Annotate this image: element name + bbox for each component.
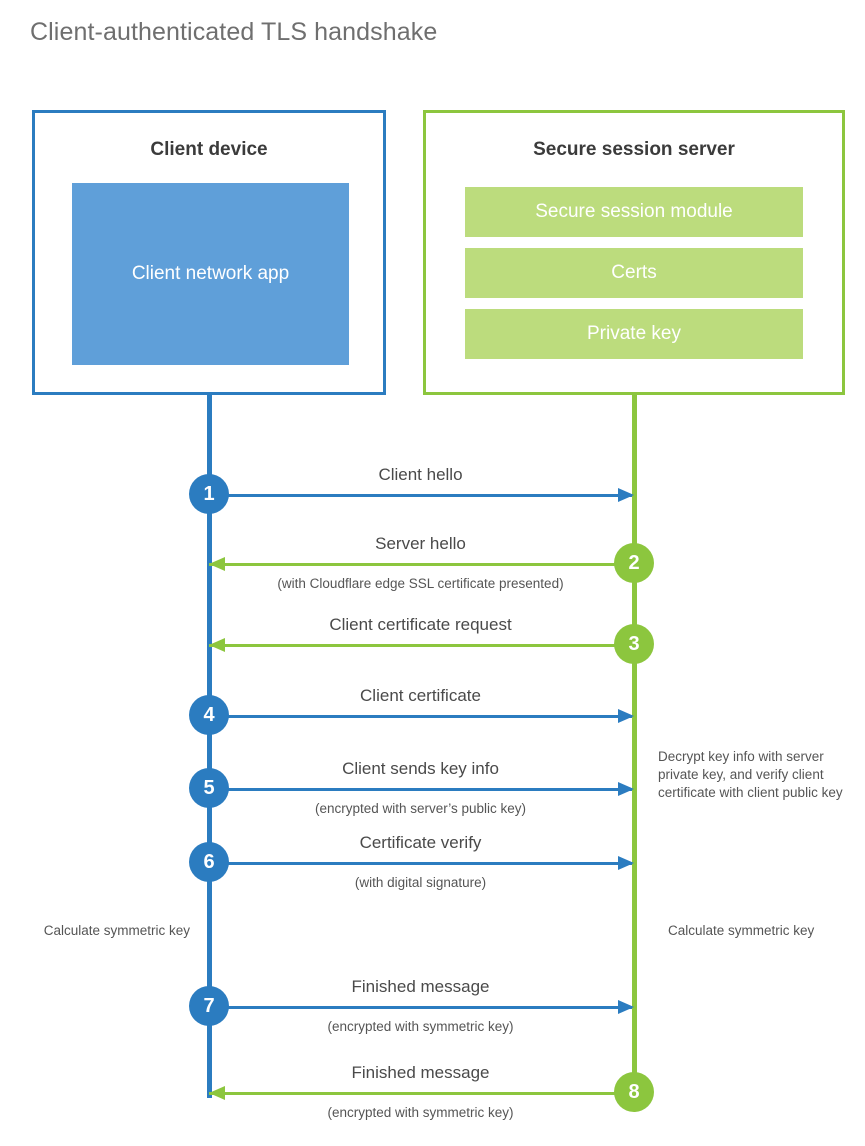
server-component-private-key: Private key — [465, 309, 803, 359]
client-device-box: Client device Client network app — [32, 110, 386, 395]
page-title: Client-authenticated TLS handshake — [30, 18, 438, 46]
arrowhead-left-icon — [209, 557, 225, 571]
secure-session-server-heading: Secure session server — [533, 139, 735, 160]
message-arrow-1 — [209, 494, 632, 497]
step-circle-6: 6 — [189, 842, 229, 882]
message-label-3: Client certificate request — [329, 615, 512, 634]
server-component-certs: Certs — [465, 248, 803, 298]
message-arrow-8 — [209, 1092, 632, 1095]
message-sub-2: (with Cloudflare edge SSL certificate pr… — [277, 576, 564, 591]
step-circle-7: 7 — [189, 986, 229, 1026]
client-device-heading: Client device — [150, 139, 268, 160]
step-circle-2: 2 — [614, 543, 654, 583]
arrowhead-right-icon — [618, 782, 634, 796]
step-circle-1: 1 — [189, 474, 229, 514]
message-sub-8: (encrypted with symmetric key) — [327, 1105, 514, 1120]
arrowhead-right-icon — [618, 488, 634, 502]
message-arrow-2 — [209, 563, 632, 566]
arrowhead-left-icon — [209, 1086, 225, 1100]
message-arrow-7 — [209, 1006, 632, 1009]
message-arrow-4 — [209, 715, 632, 718]
server-component-secure-session-module: Secure session module — [465, 187, 803, 237]
arrowhead-left-icon — [209, 638, 225, 652]
message-sub-6: (with digital signature) — [354, 875, 487, 890]
step-circle-3: 3 — [614, 624, 654, 664]
step-circle-5: 5 — [189, 768, 229, 808]
arrowhead-right-icon — [618, 856, 634, 870]
client-lifeline — [207, 394, 212, 1098]
message-sub-7: (encrypted with symmetric key) — [327, 1019, 514, 1034]
message-arrow-6 — [209, 862, 632, 865]
message-label-2: Server hello — [375, 534, 466, 553]
annotation-calculate-symmetric-key-client: Calculate symmetric key — [43, 923, 190, 938]
message-label-1: Client hello — [378, 465, 463, 484]
message-label-5: Client sends key info — [342, 759, 499, 778]
secure-session-server-box: Secure session server Secure session mod… — [423, 110, 845, 395]
client-network-app-block: Client network app — [72, 183, 349, 365]
message-arrow-3 — [209, 644, 632, 647]
annotation-decrypt-key-info: Decrypt key info with server private key… — [658, 749, 843, 800]
message-sub-5: (encrypted with server’s public key) — [314, 801, 527, 816]
arrowhead-right-icon — [618, 1000, 634, 1014]
step-circle-4: 4 — [189, 695, 229, 735]
server-components-list: Secure session module Certs Private key — [465, 187, 803, 370]
arrowhead-right-icon — [618, 709, 634, 723]
message-label-7: Finished message — [351, 977, 490, 996]
annotation-calculate-symmetric-key-server: Calculate symmetric key — [668, 923, 815, 938]
message-label-6: Certificate verify — [359, 833, 482, 852]
message-label-4: Client certificate — [360, 686, 481, 705]
server-lifeline — [632, 394, 637, 1094]
step-circle-8: 8 — [614, 1072, 654, 1112]
message-label-8: Finished message — [351, 1063, 490, 1082]
message-arrow-5 — [209, 788, 632, 791]
